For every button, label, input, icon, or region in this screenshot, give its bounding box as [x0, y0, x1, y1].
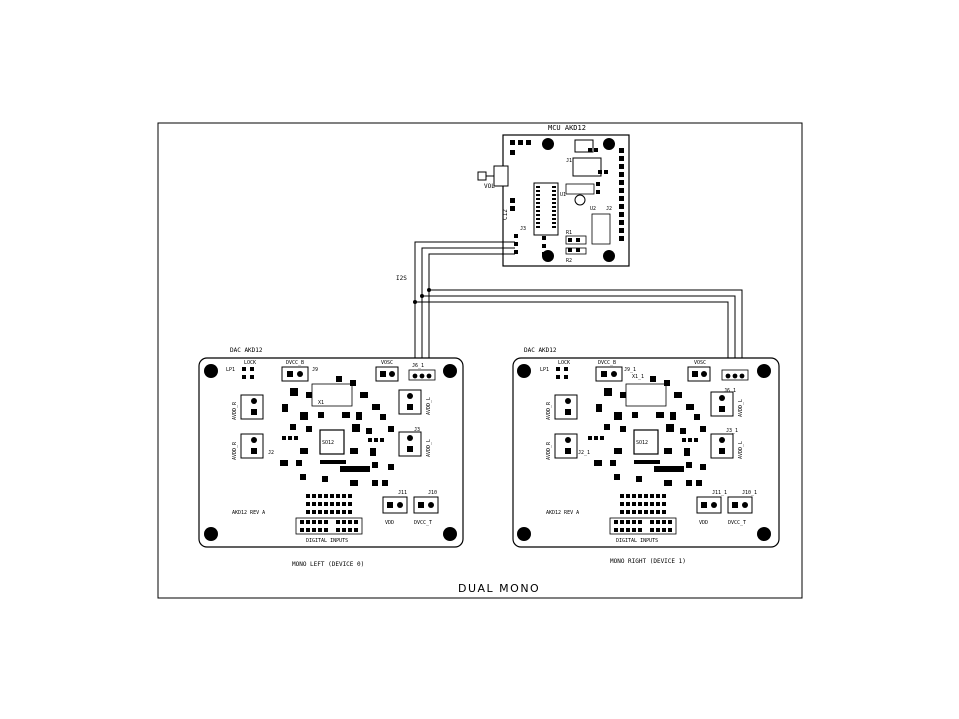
dac-right-hole-tr [757, 364, 771, 378]
dac-right-ic-label: SO12 [636, 440, 648, 446]
dac-right-board: DAC AKD12 LOCK LP1 DVCC_B J9_1 X1_1 VOSC… [512, 347, 780, 548]
mcu-hole-tl [542, 138, 554, 150]
dac-left-hole-bl [204, 527, 218, 541]
u2-label: U2 [590, 206, 596, 212]
dac-left-x1: X1 [318, 400, 324, 406]
dac-right-caption: MONO RIGHT (DEVICE 1) [610, 558, 686, 565]
dac-left-lock: LOCK [244, 360, 256, 366]
dac-left-dvcc-t: DVCC_T [414, 520, 432, 526]
dac-right-x1: X1_1 [632, 374, 644, 380]
dac-right-hole-bl [517, 527, 531, 541]
dac-left-rev: AKD12 REV A [232, 510, 265, 516]
dac-right-footer: DIGITAL INPUTS [616, 538, 658, 544]
dac-left-avdd-r2: AVDD_R [232, 441, 238, 460]
dac-left-j2: J2 [268, 450, 274, 456]
mcu-hole-tr [603, 138, 615, 150]
dac-left-board: DAC AKD12 LOCK LP1 DVCC_B J9 X1 VOSC J6_… [198, 347, 464, 548]
i2s-bus [414, 241, 743, 376]
dac-right-hole-tl [517, 364, 531, 378]
volume-pot [493, 165, 509, 187]
dac-left-j11: J11 [398, 490, 407, 496]
dac-right-dvcc-b: DVCC_B [598, 360, 616, 366]
j1-label: J1 [566, 158, 572, 164]
dac-right-j2: J2_1 [578, 450, 590, 456]
bus-junction-2 [420, 294, 424, 298]
dac-left-title: DAC AKD12 [230, 347, 263, 354]
mcu-hole-br [603, 250, 615, 262]
dac-left-hole-br [443, 527, 457, 541]
dac-left-ic [319, 429, 345, 455]
dac-right-ic [633, 429, 659, 455]
dac-left-j3: J3 [414, 427, 420, 433]
i2s-label: I2S [396, 275, 407, 282]
dac-right-avdd-r2: AVDD_R [546, 441, 552, 460]
dac-right-j6: J6_1 [724, 388, 736, 394]
sheet-title: DUAL MONO [458, 582, 540, 595]
dac-right-rev: AKD12 REV A [546, 510, 579, 516]
dac-right-title: DAC AKD12 [524, 347, 557, 354]
dac-left-lp: LP1 [226, 367, 235, 373]
dac-right-avdd-l2: AVDD_L [738, 441, 744, 459]
bus-junction-3 [427, 288, 431, 292]
dac-right-avdd-r: AVDD_R [546, 401, 552, 420]
dac-right-avdd-l: AVDD_L [738, 399, 744, 417]
dac-left-outline [198, 357, 464, 548]
dac-left-vosc: VOSC [381, 360, 393, 366]
dac-left-j10: J10 [428, 490, 437, 496]
dac-left-avdd-r: AVDD_R [232, 401, 238, 420]
dac-left-digital-header [300, 494, 358, 532]
mcu-board-title: MCU AKD12 [548, 124, 586, 132]
bus-junction-1 [413, 300, 417, 304]
dac-left-avdd-l: AVDD_L [426, 397, 432, 415]
j2-label: J2 [606, 206, 612, 212]
dac-left-ic-label: SO12 [322, 440, 334, 446]
drawing-frame [157, 122, 803, 599]
dac-right-dvcc-t: DVCC_T [728, 520, 746, 526]
dac-right-vdd: VDD [699, 520, 708, 526]
dac-right-lp: LP1 [540, 367, 549, 373]
dac-left-caption: MONO LEFT (DEVICE 0) [292, 561, 364, 568]
r2-label: R2 [566, 258, 572, 264]
mcu-board: MCU AKD12 VOL [477, 124, 630, 267]
u1-label: U1 [560, 192, 566, 198]
dac-right-j10: J10_1 [742, 490, 757, 496]
dac-right-digital-header [614, 494, 672, 532]
mcu-chip [533, 182, 559, 236]
dac-left-footer: DIGITAL INPUTS [306, 538, 348, 544]
vol-label: VOL [484, 183, 495, 190]
dac-right-vosc: VOSC [694, 360, 706, 366]
dac-right-hole-br [757, 527, 771, 541]
dac-right-j3: J3_1 [726, 428, 738, 434]
dac-right-j9: J9_1 [624, 367, 636, 373]
dac-left-avdd-l2: AVDD_L [426, 439, 432, 457]
dac-right-lock: LOCK [558, 360, 570, 366]
j3-label: J3 [520, 226, 526, 232]
volume-knob-icon [477, 171, 487, 181]
r1-label: R1 [566, 230, 572, 236]
mcu-board-outline [502, 134, 630, 267]
c12-label: C12 [502, 209, 509, 220]
dac-left-j6: J6_1 [412, 363, 424, 369]
dac-left-hole-tl [204, 364, 218, 378]
dac-left-vdd: VDD [385, 520, 394, 526]
dac-left-hole-tr [443, 364, 457, 378]
dac-right-j11: J11_1 [712, 490, 727, 496]
dac-left-dvcc-b: DVCC_B [286, 360, 304, 366]
dac-left-j9: J9 [312, 367, 318, 373]
